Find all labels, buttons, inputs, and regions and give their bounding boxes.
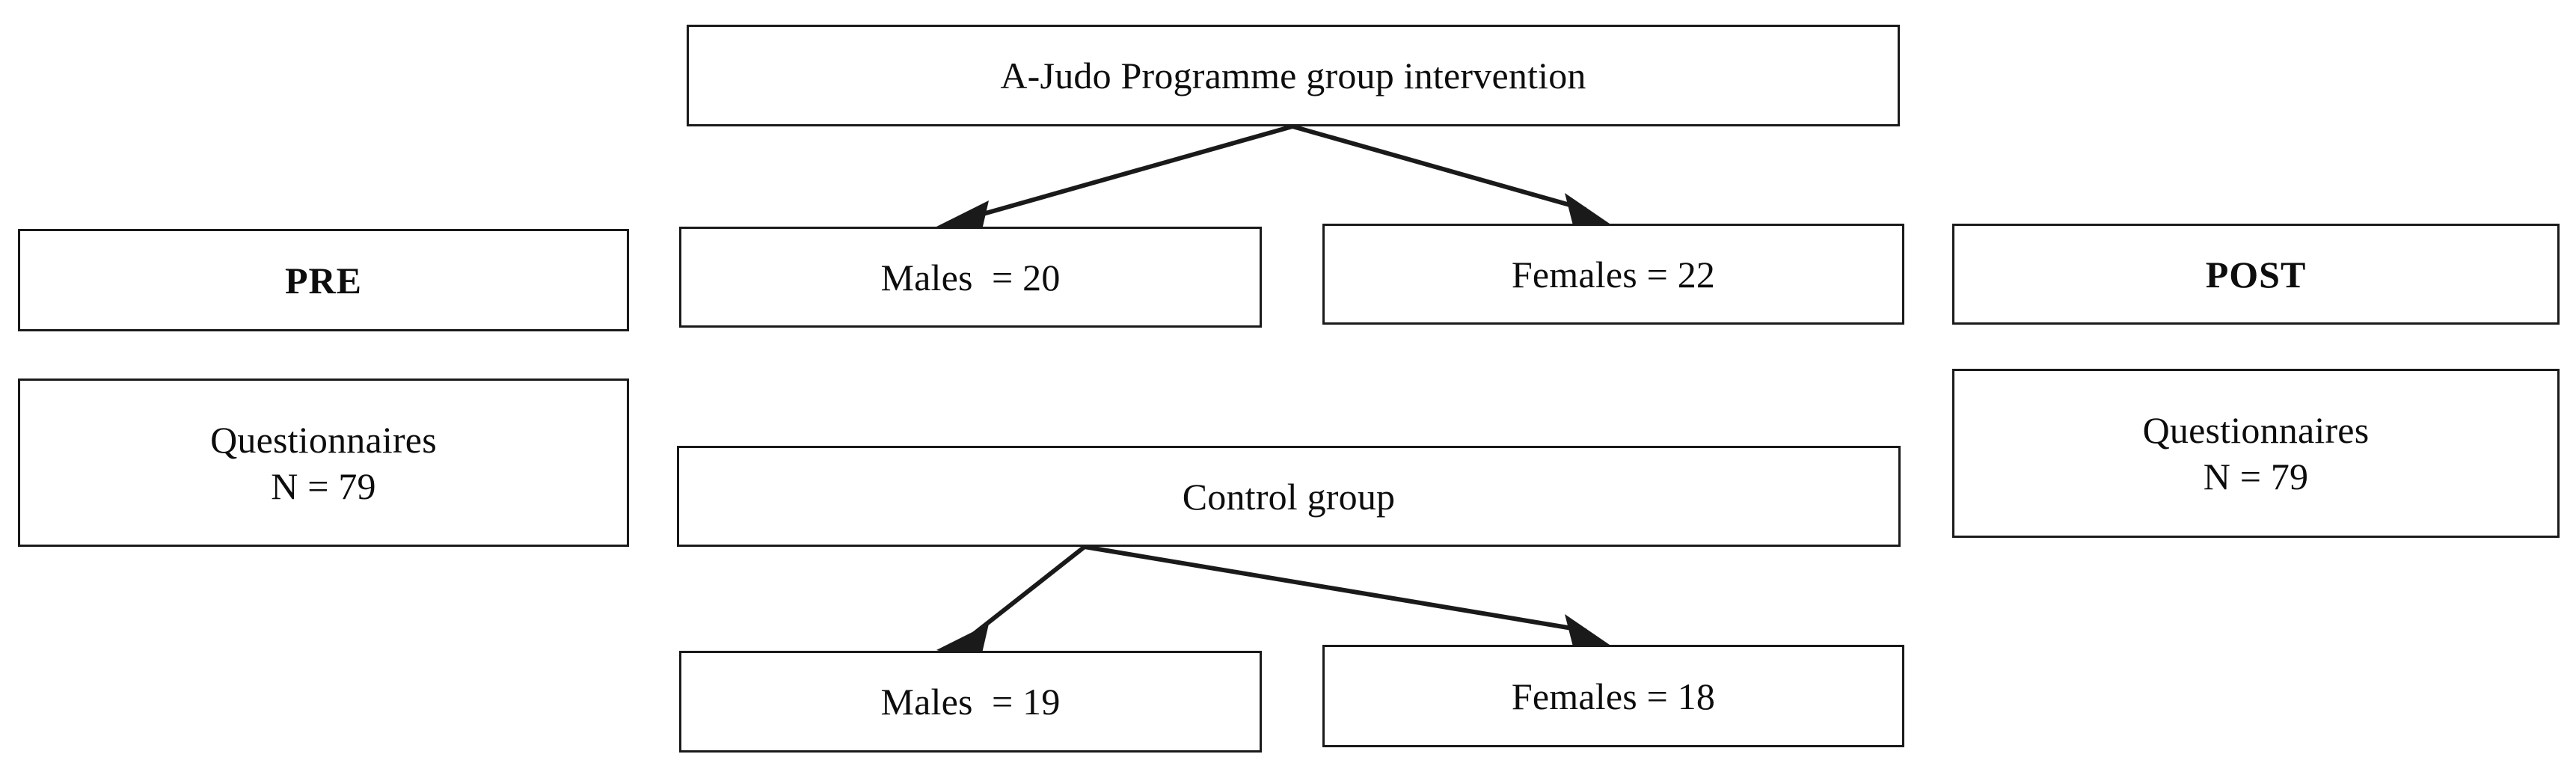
node-post: POST [1952, 224, 2560, 325]
edge-control-to-males [936, 545, 1086, 663]
edge-control-to-females [1084, 545, 1610, 655]
node-control-females-label: Females = 18 [1511, 675, 1716, 717]
node-control-group-label: Control group [1182, 475, 1396, 518]
edge-intervention-to-females [1292, 124, 1610, 234]
node-intervention-females: Females = 22 [1322, 224, 1904, 325]
node-post-questionnaires: Questionnaires N = 79 [1952, 369, 2560, 538]
node-post-label: POST [2205, 253, 2307, 295]
node-pre-label: PRE [285, 259, 362, 301]
node-control-males: Males = 19 [679, 651, 1262, 753]
node-control-females: Females = 18 [1322, 645, 1904, 747]
node-control-males-label: Males = 19 [880, 681, 1061, 723]
node-pre-questionnaires: Questionnaires N = 79 [18, 378, 629, 547]
node-pre-questionnaires-label: Questionnaires N = 79 [210, 418, 437, 507]
node-intervention-males-label: Males = 20 [880, 256, 1061, 298]
node-intervention-females-label: Females = 22 [1511, 253, 1716, 295]
node-control-group: Control group [677, 446, 1901, 547]
node-pre: PRE [18, 229, 629, 331]
node-intervention-males: Males = 20 [679, 227, 1262, 328]
node-intervention-group: A-Judo Programme group intervention [687, 25, 1900, 126]
node-intervention-label: A-Judo Programme group intervention [1000, 55, 1586, 96]
edge-intervention-to-males [936, 124, 1293, 239]
node-post-questionnaires-label: Questionnaires N = 79 [2142, 409, 2370, 497]
